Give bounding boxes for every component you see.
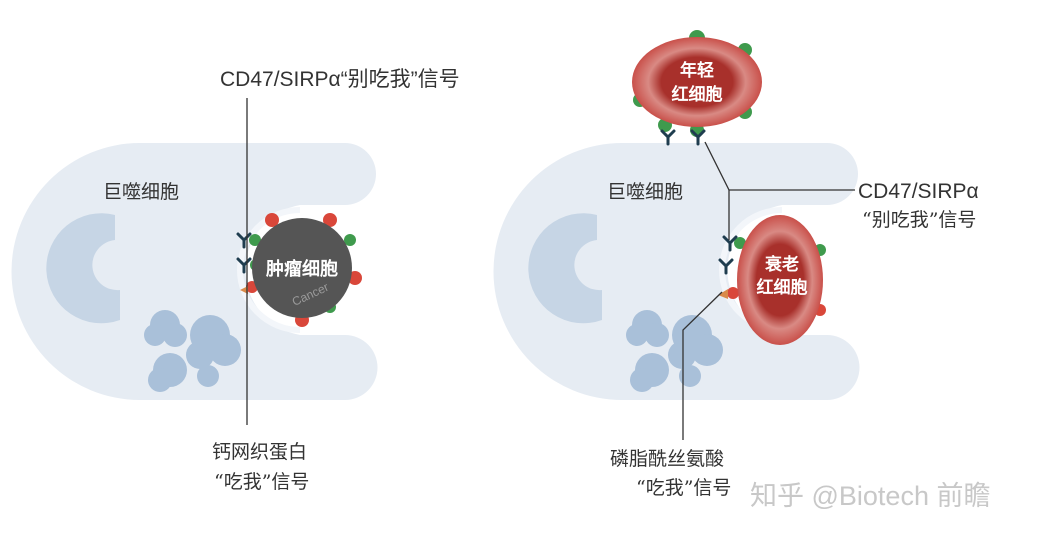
calreticulin-label: 钙网织蛋白 — [212, 441, 307, 463]
right-pointer-lines — [682, 141, 855, 440]
old-rbc-label-1: 衰老 — [764, 254, 799, 275]
lrp-receptor-icon — [240, 286, 248, 294]
tumor-cell: 肿瘤细胞 Cancer — [246, 213, 362, 327]
right-eat-me-label: “吃我”信号 — [636, 477, 731, 499]
left-eat-me-label: “吃我”信号 — [214, 471, 309, 493]
left-dont-eat-me-label: CD47/SIRPα“别吃我”信号 — [220, 68, 460, 91]
right-dont-eat-me-label-1: CD47/SIRPα — [858, 180, 979, 203]
right-macrophage-label: 巨噬细胞 — [607, 181, 683, 203]
young-red-blood-cell: 年轻 红细胞 — [632, 30, 762, 137]
watermark: 知乎 @Biotech 前瞻 — [750, 481, 990, 511]
tumor-label: 肿瘤细胞 — [266, 258, 338, 280]
right-dont-eat-me-label-2: “别吃我”信号 — [862, 209, 976, 231]
ps-receptor-icon — [718, 289, 728, 299]
young-rbc-label-1: 年轻 — [680, 60, 714, 81]
left-macrophage-label: 巨噬细胞 — [103, 181, 179, 203]
old-red-blood-cell: 衰老 红细胞 — [727, 215, 826, 345]
young-rbc-label-2: 红细胞 — [672, 84, 723, 105]
old-rbc-label-2: 红细胞 — [757, 277, 808, 298]
phosphatidylserine-label: 磷脂酰丝氨酸 — [610, 448, 724, 470]
